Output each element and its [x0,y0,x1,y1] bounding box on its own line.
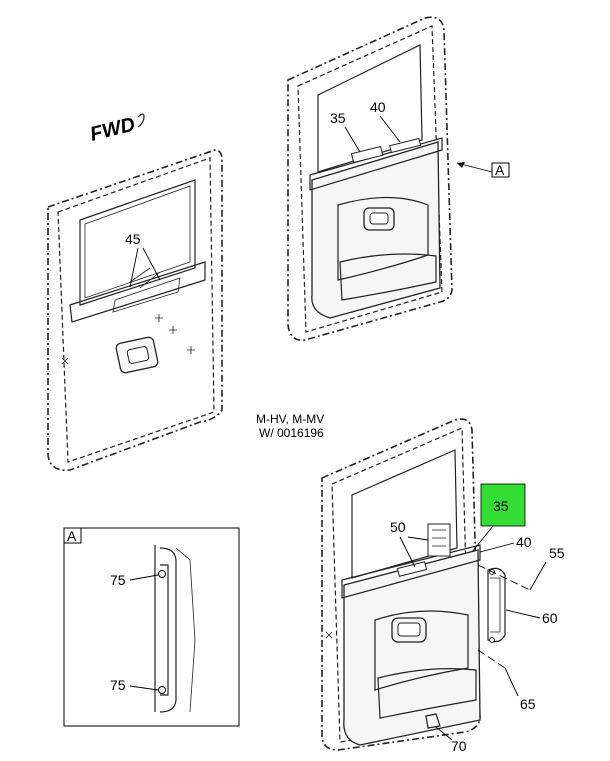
upper-right-door-view: 35 40 A [287,16,510,342]
view-a-label: A [495,162,505,178]
callout-50: 50 [390,519,406,535]
lower-right-door-view: 35 50 40 55 60 65 70 [321,418,565,754]
left-door-beltline [69,261,206,323]
leader-65 [504,667,519,697]
left-door-window-inner [84,185,191,299]
detail-a-view: A 75 75 [63,527,240,727]
lower-door-lock-icon [325,631,333,639]
note-line-2: W/ 0016196 [259,426,324,440]
upper-door-map-pocket [339,253,437,301]
lower-door-window [351,449,458,579]
forward-arrow-icon [137,113,145,128]
lower-door-pull-handle-60 [487,567,506,643]
leader-60 [505,609,541,619]
applicability-note: M-HV, M-MV W/ 0016196 [256,412,324,440]
bracket-ribs [432,529,446,547]
upper-door-inner-seal [297,25,443,333]
leader-75-top [129,574,159,581]
plus-icon [169,326,177,334]
leader-70 [435,726,453,741]
leader-45 [129,247,161,288]
fastener-icon [158,570,166,578]
phantom-line-55 [477,564,531,591]
left-door-window [79,179,196,306]
plus-icon [155,314,163,322]
note-line-1: M-HV, M-MV [256,412,324,426]
callout-40-lower: 40 [516,534,532,550]
detail-a-seal-inner [160,564,169,696]
lower-door-pull-cup [396,561,428,577]
forward-indicator: FWD [88,113,145,146]
detail-a-frame [63,527,240,727]
highlighted-part-35-box [480,483,526,527]
left-door-window-guide [112,277,181,313]
lower-door-handle-opening [397,622,421,637]
lower-door-armrest [374,610,469,691]
leader-40-upper [379,115,401,143]
callout-35-lower: 35 [493,498,509,514]
left-door-seal [47,149,223,472]
view-a-box [491,162,510,178]
fastener-icon [158,686,166,694]
callout-35-upper: 35 [330,110,346,126]
upper-door-window [317,44,423,173]
upper-door-seal [287,16,453,342]
callout-65: 65 [520,696,536,712]
callout-75-bottom: 75 [110,677,126,693]
left-door-view: 45 [47,149,223,472]
callout-55: 55 [549,545,565,561]
left-door-inner-seal [57,157,215,463]
leader-55 [529,561,547,591]
upper-door-part-35 [350,145,384,164]
lower-door-clip-70 [425,713,441,729]
detail-a-tag [63,527,82,544]
arrow-head-icon [457,162,465,168]
leader-75-bottom [129,685,159,691]
detail-a-seal-outer [159,547,177,713]
leader-35-lower [471,525,494,553]
lower-door-seal [321,418,481,751]
detail-a-label: A [67,528,77,544]
callout-70: 70 [451,738,467,754]
plus-icon [187,346,195,354]
left-door-lock-icon [61,357,69,365]
left-door-handle-opening [126,346,150,364]
lower-door-map-pocket [377,668,477,719]
callout-60: 60 [542,610,558,626]
lower-door-trim-panel [343,549,481,746]
leader-35-upper [344,126,361,153]
forward-label: FWD [88,113,138,145]
callout-40-upper: 40 [370,99,386,115]
upper-door-part-40 [389,137,422,154]
phantom-line-65 [477,649,506,669]
screw-icon [489,637,495,643]
upper-door-handle-opening [369,212,389,225]
leader-40-lower [479,542,515,553]
detail-a-trim [175,547,196,713]
callout-45: 45 [125,231,141,247]
callout-75-top: 75 [110,572,126,588]
lower-door-bracket-50 [427,523,451,557]
lower-door-top-trim [341,544,481,599]
pull-handle-inner [490,577,501,633]
leader-50 [399,536,429,568]
